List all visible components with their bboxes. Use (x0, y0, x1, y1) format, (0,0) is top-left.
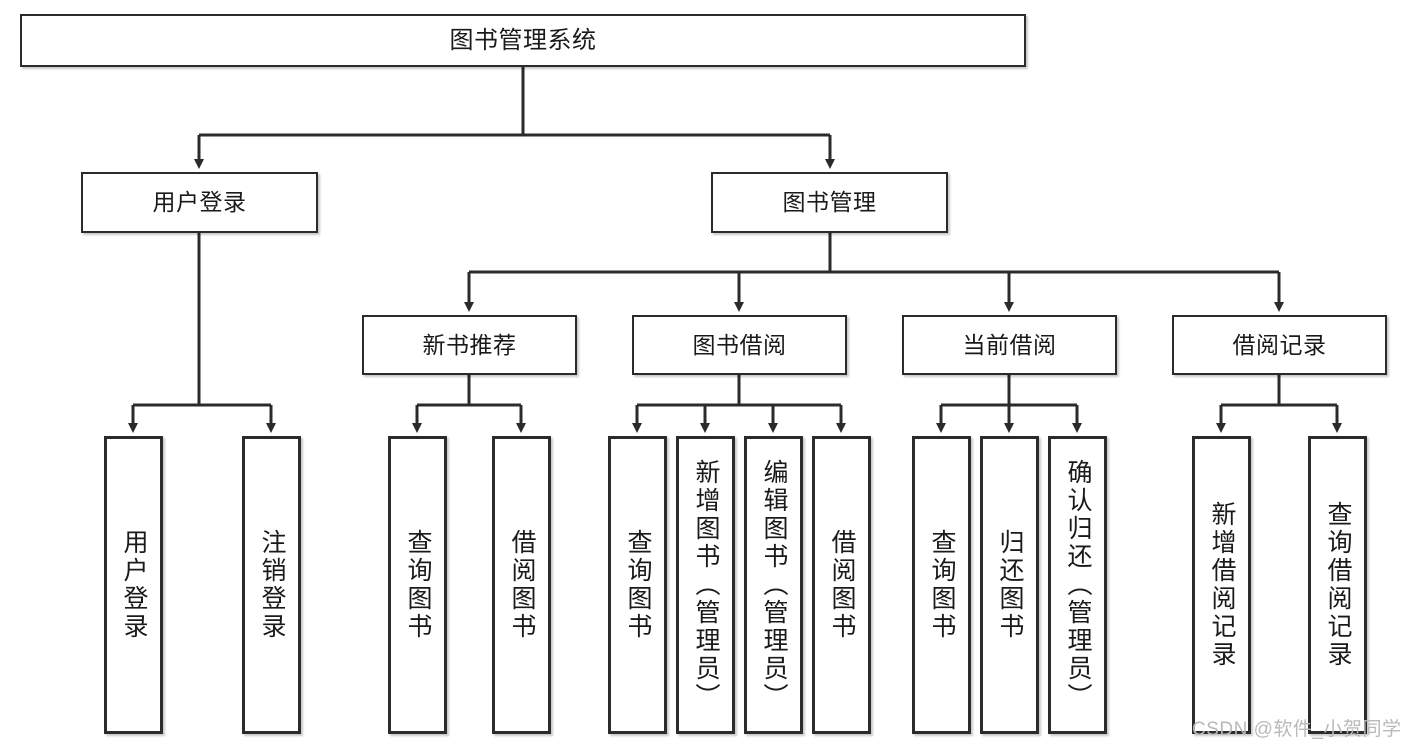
node-label: 图书管理系统 (449, 26, 597, 54)
node-label: 注销登录 (258, 529, 286, 641)
leaf-query-book-borrow[interactable]: 查询图书 (608, 436, 667, 734)
leaf-edit-book-admin[interactable]: 编辑图书（管理员） (744, 436, 803, 734)
node-root[interactable]: 图书管理系统 (20, 14, 1026, 67)
leaf-logout[interactable]: 注销登录 (242, 436, 301, 734)
node-label: 借阅记录 (1232, 331, 1327, 358)
leaf-query-book-recommend[interactable]: 查询图书 (388, 436, 447, 734)
leaf-add-book-admin[interactable]: 新增图书（管理员） (676, 436, 735, 734)
node-label: 新书推荐 (422, 331, 517, 358)
node-borrow-record[interactable]: 借阅记录 (1172, 315, 1387, 375)
node-label: 用户登录 (152, 189, 247, 216)
node-label: 编辑图书（管理员） (760, 459, 788, 711)
leaf-add-borrow-record[interactable]: 新增借阅记录 (1192, 436, 1251, 734)
node-label: 查询图书 (404, 529, 432, 641)
node-book-management[interactable]: 图书管理 (711, 172, 948, 233)
node-label: 查询图书 (928, 529, 956, 641)
node-label: 图书借阅 (692, 331, 787, 358)
node-new-book-recommend[interactable]: 新书推荐 (362, 315, 577, 375)
node-label: 当前借阅 (962, 331, 1057, 358)
node-label: 查询借阅记录 (1324, 501, 1352, 669)
node-book-borrow[interactable]: 图书借阅 (632, 315, 847, 375)
node-label: 查询图书 (624, 529, 652, 641)
node-label: 借阅图书 (828, 529, 856, 641)
node-label: 图书管理 (782, 189, 877, 216)
leaf-borrow-book[interactable]: 借阅图书 (812, 436, 871, 734)
watermark: CSDN @软件_小贺同学 (1192, 719, 1402, 740)
leaf-confirm-return-admin[interactable]: 确认归还（管理员） (1048, 436, 1107, 734)
leaf-query-borrow-record[interactable]: 查询借阅记录 (1308, 436, 1367, 734)
node-label: 确认归还（管理员） (1064, 459, 1092, 711)
node-label: 借阅图书 (508, 529, 536, 641)
node-label: 归还图书 (996, 529, 1024, 641)
node-user-login[interactable]: 用户登录 (81, 172, 318, 233)
leaf-return-book[interactable]: 归还图书 (980, 436, 1039, 734)
node-current-borrow[interactable]: 当前借阅 (902, 315, 1117, 375)
node-label: 用户登录 (120, 529, 148, 641)
leaf-query-book-current[interactable]: 查询图书 (912, 436, 971, 734)
leaf-borrow-book-recommend[interactable]: 借阅图书 (492, 436, 551, 734)
leaf-user-login[interactable]: 用户登录 (104, 436, 163, 734)
node-label: 新增图书（管理员） (692, 459, 720, 711)
node-label: 新增借阅记录 (1208, 501, 1236, 669)
